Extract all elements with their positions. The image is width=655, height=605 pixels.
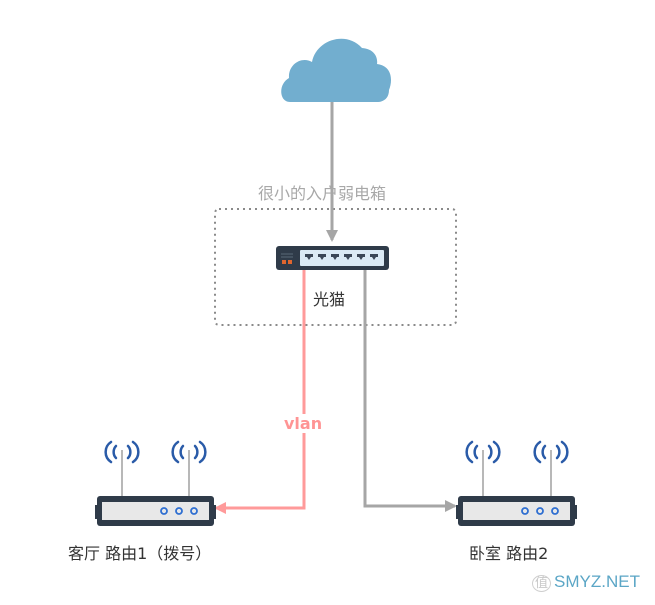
watermark-icon: 值 xyxy=(532,575,552,592)
enclosure-title: 很小的入户弱电箱 xyxy=(258,184,387,203)
router1-icon xyxy=(95,440,216,526)
watermark-text: SMYZ.NET xyxy=(554,572,640,591)
router2-icon xyxy=(456,440,577,526)
cloud-icon xyxy=(281,38,392,102)
wifi-icon xyxy=(104,440,207,464)
edge-modem-router2 xyxy=(363,270,457,512)
modem-icon xyxy=(276,246,389,270)
router1-label: 客厅 路由1（拨号） xyxy=(68,544,212,563)
edge-modem-router1 xyxy=(214,270,306,514)
wifi-icon xyxy=(465,440,569,464)
enclosure-box xyxy=(214,208,457,326)
router2-label: 卧室 路由2 xyxy=(469,544,549,563)
vlan-edge-label: vlan xyxy=(284,414,323,433)
modem-label: 光猫 xyxy=(313,290,346,309)
